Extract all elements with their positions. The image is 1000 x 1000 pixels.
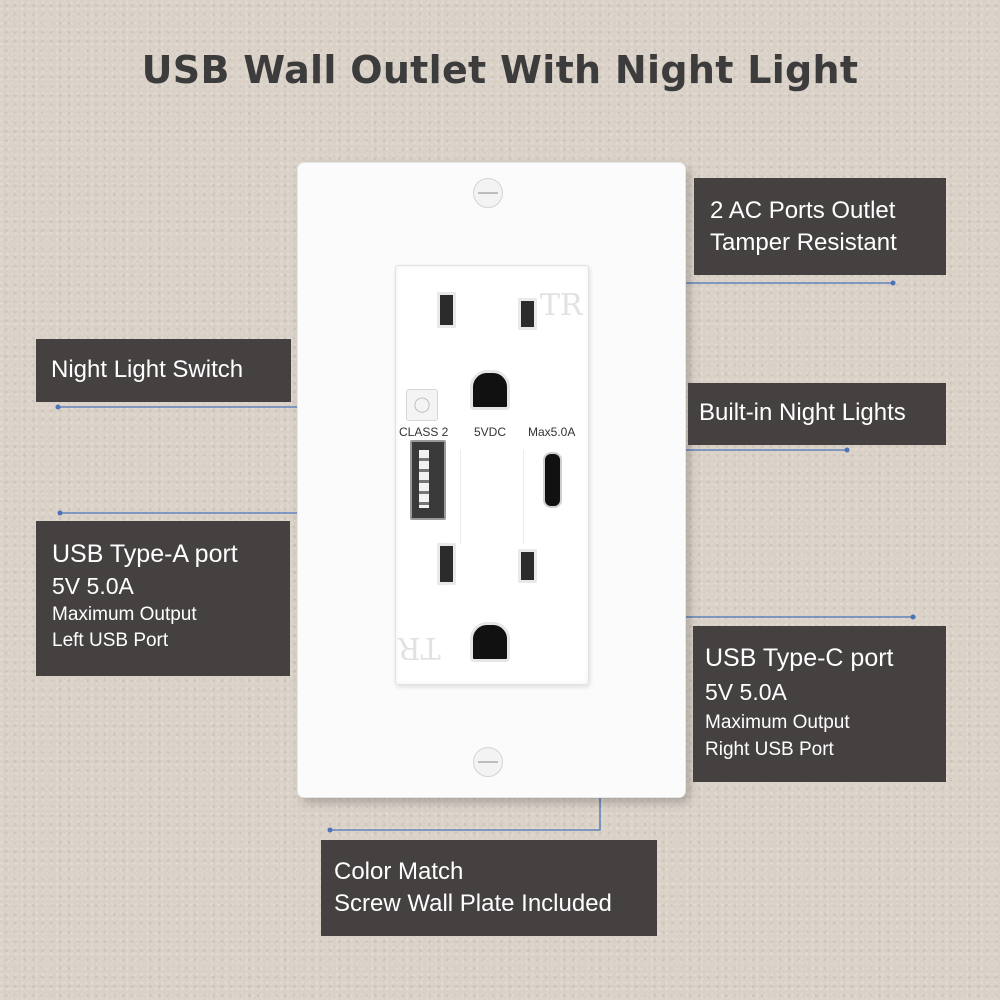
bottom-hot-slot [518, 549, 537, 583]
callout-usb-c-line4: Right USB Port [705, 739, 834, 760]
voltage-label: 5VDC [474, 425, 507, 439]
callout-usb-c-line1: USB Type-C port [705, 644, 894, 672]
class-label: CLASS 2 [399, 425, 449, 439]
callout-ac-ports: 2 AC Ports Outlet Tamper Resistant [694, 178, 946, 275]
tr-marking-top: TR [540, 288, 583, 323]
leader-dot [890, 280, 896, 286]
callout-wall-plate-line1: Color Match [334, 858, 464, 885]
page-title: USB Wall Outlet With Night Light [141, 48, 859, 92]
callout-ac-ports-line1: 2 AC Ports Outlet [710, 197, 896, 224]
callout-built-in-night-lights: Built-in Night Lights [688, 383, 946, 445]
night-light-panel [460, 450, 524, 544]
callout-built-in-night-lights-line1: Built-in Night Lights [699, 399, 906, 426]
leader-dot [55, 404, 61, 410]
top-neutral-slot [437, 292, 456, 328]
top-ground-hole [470, 370, 510, 410]
callout-usb-a-line4: Left USB Port [52, 630, 169, 651]
leader-dot [844, 447, 850, 453]
callout-usb-c-line3: Maximum Output [705, 712, 850, 733]
bottom-neutral-slot [437, 543, 456, 585]
callout-ac-ports-line2: Tamper Resistant [710, 229, 897, 256]
bottom-ground-hole [470, 622, 510, 662]
callout-night-light-switch-line1: Night Light Switch [51, 356, 244, 383]
max-current-label: Max5.0A [528, 425, 576, 439]
callout-usb-a-line3: Maximum Output [52, 604, 197, 625]
callout-wall-plate: Color Match Screw Wall Plate Included [321, 840, 657, 936]
tr-marking-bottom: TR [398, 630, 441, 665]
callout-night-light-switch: Night Light Switch [36, 339, 291, 402]
callout-usb-a: USB Type-A port 5V 5.0A Maximum Output L… [36, 521, 290, 676]
callout-usb-a-line2: 5V 5.0A [52, 573, 134, 599]
usb-a-port[interactable] [410, 440, 446, 520]
top-hot-slot [518, 298, 537, 330]
callout-usb-c: USB Type-C port 5V 5.0A Maximum Output R… [693, 626, 946, 782]
usb-c-port[interactable] [543, 452, 562, 508]
callout-usb-c-line2: 5V 5.0A [705, 679, 787, 705]
bottom-screw-icon [473, 747, 503, 777]
leader-dot [910, 614, 916, 620]
lightbulb-icon[interactable]: ◯ [406, 389, 438, 421]
callout-usb-a-line1: USB Type-A port [52, 540, 238, 568]
leader-dot [327, 827, 333, 833]
leader-dot [57, 510, 63, 516]
top-screw-icon [473, 178, 503, 208]
callout-wall-plate-line2: Screw Wall Plate Included [334, 890, 612, 917]
